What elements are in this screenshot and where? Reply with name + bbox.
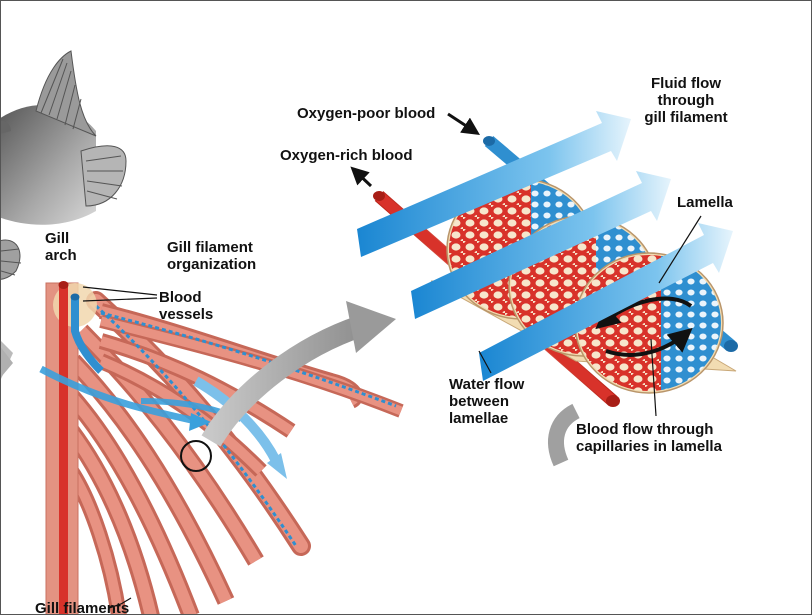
label-oxygen-rich-blood: Oxygen-rich blood xyxy=(280,147,413,164)
label-gill-arch: Gill arch xyxy=(45,230,77,264)
gill-filaments xyxy=(71,301,401,615)
label-blood-flow-capillaries: Blood flow through capillaries in lamell… xyxy=(576,421,722,455)
bottom-gray-arc xyxy=(556,411,576,463)
label-fluid-flow: Fluid flow through gill filament xyxy=(621,75,751,126)
label-blood-vessels: Blood vessels xyxy=(159,289,213,323)
label-gill-filament-organization: Gill filament organization xyxy=(167,239,256,273)
label-gill-filaments: Gill filaments xyxy=(35,600,129,615)
label-lamella: Lamella xyxy=(677,194,733,211)
label-oxygen-poor-blood: Oxygen-poor blood xyxy=(297,105,435,122)
label-water-flow: Water flow between lamellae xyxy=(449,376,524,427)
